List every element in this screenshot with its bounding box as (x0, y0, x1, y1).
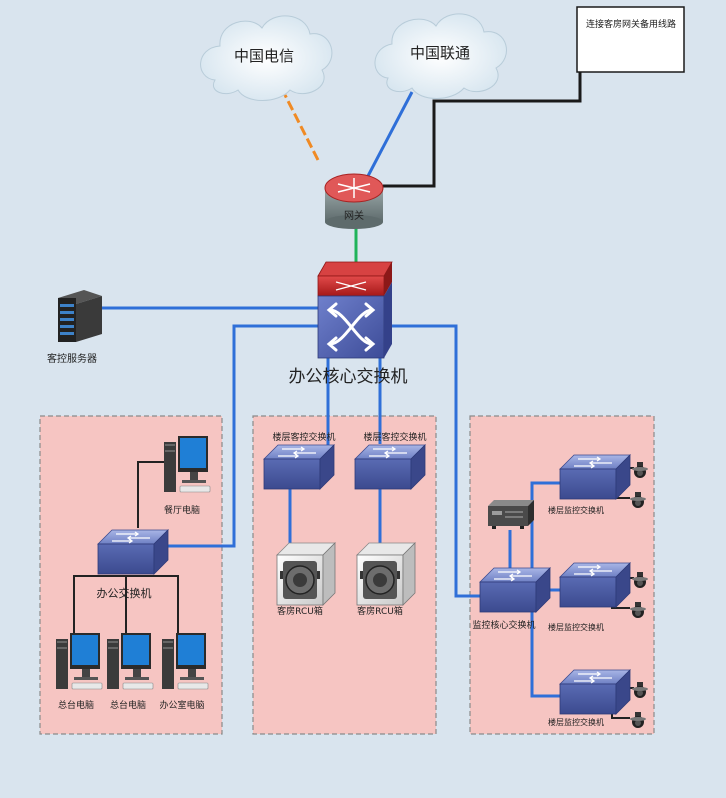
rcu-2-label: 客房RCU箱 (357, 605, 403, 617)
telecom-link (283, 94, 320, 161)
backup-line-note: 连接客房网关备用线路 (576, 6, 685, 73)
server-label: 客控服务器 (47, 352, 97, 365)
rcu-2-icon (356, 542, 416, 606)
office-uplink (164, 324, 318, 548)
core-switch-label: 办公核心交换机 (289, 367, 408, 387)
telecom-label: 中国电信 (234, 47, 294, 65)
unicom-link (366, 91, 414, 177)
server-icon (58, 290, 102, 342)
office-switch-icon (97, 529, 169, 575)
floor-switch-1-label: 楼层客控交换机 (272, 431, 335, 443)
backup-line (383, 72, 582, 188)
gateway-router-icon: 网关 (324, 173, 384, 229)
office-tree-lines (73, 461, 179, 640)
rcu-1-icon (276, 542, 336, 606)
office-switch-label: 办公交换机 (97, 586, 152, 600)
monitor-floor-switch-1-label: 楼层监控交换机 (548, 505, 604, 515)
backup-line-note-text: 连接客房网关备用线路 (586, 18, 676, 30)
nvr-device-icon (488, 500, 534, 529)
restaurant-pc-label: 餐厅电脑 (164, 504, 200, 516)
monitor-uplink (384, 324, 482, 598)
monitor-core-switch-icon (479, 567, 551, 613)
floor-switch-2-label: 楼层客控交换机 (363, 431, 426, 443)
china-telecom-cloud: 中国电信 (200, 15, 333, 101)
monitor-floor-switch-1-icon (559, 454, 631, 500)
office-pc-label: 办公室电脑 (159, 699, 204, 711)
monitor-core-switch-label: 监控核心交换机 (472, 619, 535, 631)
gateway-label: 网关 (344, 209, 364, 222)
china-unicom-cloud: 中国联通 (374, 13, 507, 99)
monitor-floor-switch-2-label: 楼层监控交换机 (548, 622, 604, 632)
rcu-1-label: 客房RCU箱 (277, 605, 323, 617)
floor-switch-1-icon (263, 444, 335, 490)
office-core-switch-icon (317, 261, 393, 359)
front-desk-pc-2-label: 总台电脑 (110, 699, 146, 711)
monitor-floor-switch-3-icon (559, 669, 631, 715)
floor-switch-2-icon (354, 444, 426, 490)
front-desk-pc-1-label: 总台电脑 (58, 699, 94, 711)
monitor-floor-switch-2-icon (559, 562, 631, 608)
monitor-floor-switch-3-label: 楼层监控交换机 (548, 717, 604, 727)
unicom-label: 中国联通 (410, 44, 470, 62)
